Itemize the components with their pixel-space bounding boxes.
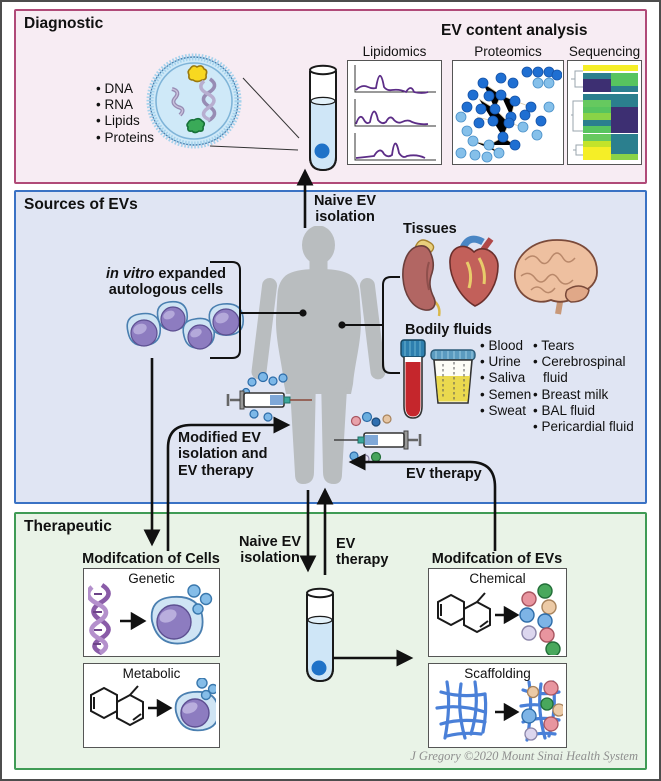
therapeutic-title: Therapeutic xyxy=(24,518,112,535)
naive-isolation-bottom-label: Naive EV isolation xyxy=(238,534,302,567)
scaffolding-box: Scaffolding xyxy=(428,663,567,748)
sequencing-heatmap xyxy=(583,65,638,161)
genetic-label: Genetic xyxy=(128,571,175,586)
chemical-label: Chemical xyxy=(469,571,526,586)
ev-content-item: Proteins xyxy=(96,130,156,146)
proteomics-chart xyxy=(452,60,564,165)
heart-icon xyxy=(449,235,499,307)
fluid-item: Saliva xyxy=(480,370,533,386)
arrow-right-icon xyxy=(495,702,520,722)
diagnostic-title: Diagnostic xyxy=(24,15,104,32)
modification-of-evs-heading: Modifcation of EVs xyxy=(431,551,563,567)
metabolic-label: Metabolic xyxy=(122,666,181,681)
human-body-icon xyxy=(251,226,386,484)
dna-helix-icon xyxy=(88,583,111,655)
small-molecule-icon xyxy=(437,592,491,634)
fluids-title: Bodily fluids xyxy=(405,322,492,338)
proteomics-light-dots xyxy=(455,77,555,163)
fluids-list-col1: Blood Urine Saliva Semen Sweat xyxy=(480,338,533,419)
invitro-cells-label: in vitro expanded autologous cells xyxy=(105,266,227,299)
credit-text: J Gregory ©2020 Mount Sinai Health Syste… xyxy=(410,749,638,763)
ev-therapy-bottom-label: EV therapy xyxy=(336,536,389,569)
fluid-item: Urine xyxy=(480,354,533,370)
urine-cup-icon xyxy=(430,349,476,404)
brain-icon xyxy=(514,239,598,315)
metabolic-box: Metabolic xyxy=(83,663,220,748)
lipidomics-chart xyxy=(347,60,442,165)
fluid-item: Blood xyxy=(480,338,533,354)
therapeutic-tube-icon xyxy=(306,587,334,683)
tissues-title: Tissues xyxy=(403,221,457,237)
genetic-illustration xyxy=(88,583,213,655)
modified-ev-cluster-icon xyxy=(519,583,561,655)
ev-dots xyxy=(241,372,288,422)
fluid-item: Sweat xyxy=(480,403,533,419)
arrow-right-icon xyxy=(495,605,520,625)
genetic-box: Genetic xyxy=(83,568,220,657)
ev-content-item: Lipids xyxy=(96,113,156,129)
fluids-list-col2: Tears Cerebrospinal fluid Breast milk BA… xyxy=(533,338,641,435)
syringe-ev-therapy-icon xyxy=(334,412,422,464)
ev-contents-list: DNA RNA Lipids Proteins xyxy=(96,81,156,146)
ev-vesicle-icon xyxy=(146,53,242,149)
ev-therapy-right-label: EV therapy xyxy=(406,466,482,482)
proteomics-network-icon xyxy=(455,66,563,163)
blood-tube-icon xyxy=(400,339,426,419)
arrow-right-icon xyxy=(148,698,173,718)
kidney-icon xyxy=(402,239,441,317)
method-label-proteomics: Proteomics xyxy=(474,44,542,59)
modified-ev-label: Modified EV isolation and EV therapy xyxy=(178,430,268,479)
analysis-title: EV content analysis xyxy=(441,22,588,39)
protein-green-icon xyxy=(186,117,206,134)
naive-isolation-top-label: Naive EV isolation xyxy=(313,193,377,226)
fluid-item: Breast milk xyxy=(533,387,641,403)
ev-pellet-icon xyxy=(311,660,327,676)
lipidomics-traces-icon xyxy=(354,65,436,161)
modified-cell-icon xyxy=(174,678,216,732)
autologous-cells-icon xyxy=(126,300,245,350)
small-molecule-icon xyxy=(90,685,144,727)
sequencing-chart xyxy=(567,60,642,165)
dna-strand-icon xyxy=(199,77,217,123)
method-label-lipidomics: Lipidomics xyxy=(362,44,427,59)
sources-title: Sources of EVs xyxy=(24,196,138,213)
proteomics-dark-dots xyxy=(461,66,563,151)
scaffolding-label: Scaffolding xyxy=(464,666,531,681)
diagnostic-panel: Diagnostic DNA RNA Lipids Proteins EV c xyxy=(14,9,647,184)
scaffold-mesh-icon xyxy=(435,680,488,740)
fluid-item: Semen xyxy=(480,387,533,403)
syringe-body xyxy=(226,390,312,410)
metabolic-illustration xyxy=(90,678,216,732)
arrow-right-icon xyxy=(120,611,147,631)
protein-yellow-icon xyxy=(187,65,208,83)
fluid-item: Cerebrospinal fluid xyxy=(533,354,641,386)
syringe-modified-ev-icon xyxy=(226,372,312,422)
fluid-item: Tears xyxy=(533,338,641,354)
ev-pellet-icon xyxy=(314,143,330,159)
modification-of-cells-heading: Modifcation of Cells xyxy=(82,551,220,567)
ev-content-item: RNA xyxy=(96,97,156,113)
scaffold-with-evs-icon xyxy=(519,680,563,742)
naive-ev-tube-icon xyxy=(309,64,337,172)
method-label-sequencing: Sequencing xyxy=(568,44,641,59)
chemical-illustration xyxy=(437,583,561,655)
scaffolding-illustration xyxy=(435,680,563,742)
chemical-box: Chemical xyxy=(428,568,567,657)
syringe-body xyxy=(334,430,422,450)
fluid-item: BAL fluid xyxy=(533,403,641,419)
ev-content-item: DNA xyxy=(96,81,156,97)
dendrogram-icon xyxy=(571,70,583,156)
modified-cell-icon xyxy=(150,584,213,645)
fluid-item: Pericardial fluid xyxy=(533,419,641,435)
